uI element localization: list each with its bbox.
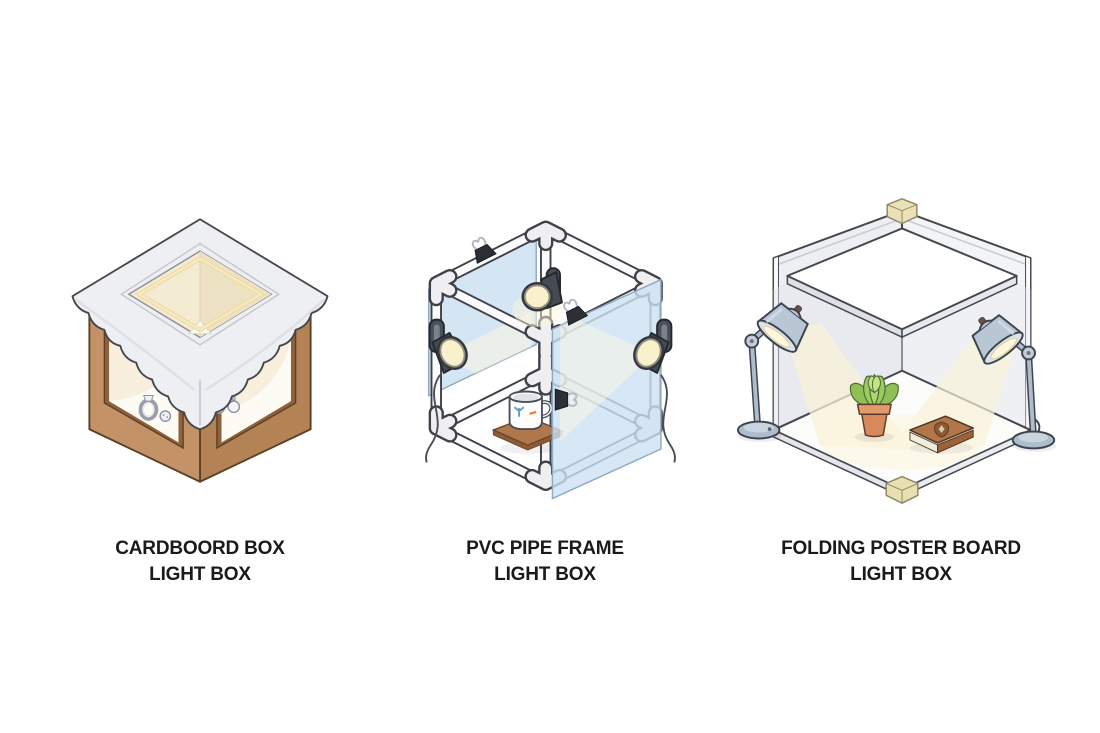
clamp-light-top xyxy=(521,267,563,312)
caption-line-2: LIGHT BOX xyxy=(494,564,596,585)
caption-pvc-pipe-frame: PVC PIPE FRAME LIGHT BOX xyxy=(385,536,705,588)
right-diffusion-panel xyxy=(551,278,662,500)
caption-cardboard-box: CARDBOORD BOX LIGHT BOX xyxy=(40,536,360,588)
cardboard-light-box-svg xyxy=(71,218,329,483)
pvc-frame-light-box-svg xyxy=(425,220,676,500)
poster-board-light-box-svg xyxy=(736,198,1057,504)
caption-folding-poster-board: FOLDING POSTER BOARD LIGHT BOX xyxy=(741,536,1061,588)
ceiling-board xyxy=(786,227,1018,338)
ring-icon xyxy=(138,395,159,421)
pvc-frame-light-box-illustration xyxy=(398,213,703,510)
caption-line-1: FOLDING POSTER BOARD xyxy=(781,538,1021,559)
succulent-plant xyxy=(849,373,899,442)
caption-line-2: LIGHT BOX xyxy=(149,564,251,585)
button-earring-icon xyxy=(159,410,172,422)
clamp-light-left xyxy=(425,318,468,463)
desk-lamp-left xyxy=(736,302,809,442)
caption-line-1: PVC PIPE FRAME xyxy=(466,538,624,559)
mug-on-coaster xyxy=(491,390,564,454)
clamp-light-right xyxy=(633,318,676,463)
caption-line-2: LIGHT BOX xyxy=(850,564,952,585)
top-opening-light xyxy=(119,242,281,346)
cardboard-light-box-illustration xyxy=(50,193,350,493)
poster-board-light-box-illustration xyxy=(726,181,1082,522)
desk-lamp-right xyxy=(971,314,1057,452)
book xyxy=(909,415,974,454)
tape-bottom-icon xyxy=(885,475,919,504)
binder-clip-icon xyxy=(563,298,589,326)
binder-clip-icon xyxy=(471,236,497,264)
tape-top-icon xyxy=(886,198,918,225)
caption-line-1: CARDBOORD BOX xyxy=(115,538,285,559)
binder-clip-icon xyxy=(554,388,578,411)
